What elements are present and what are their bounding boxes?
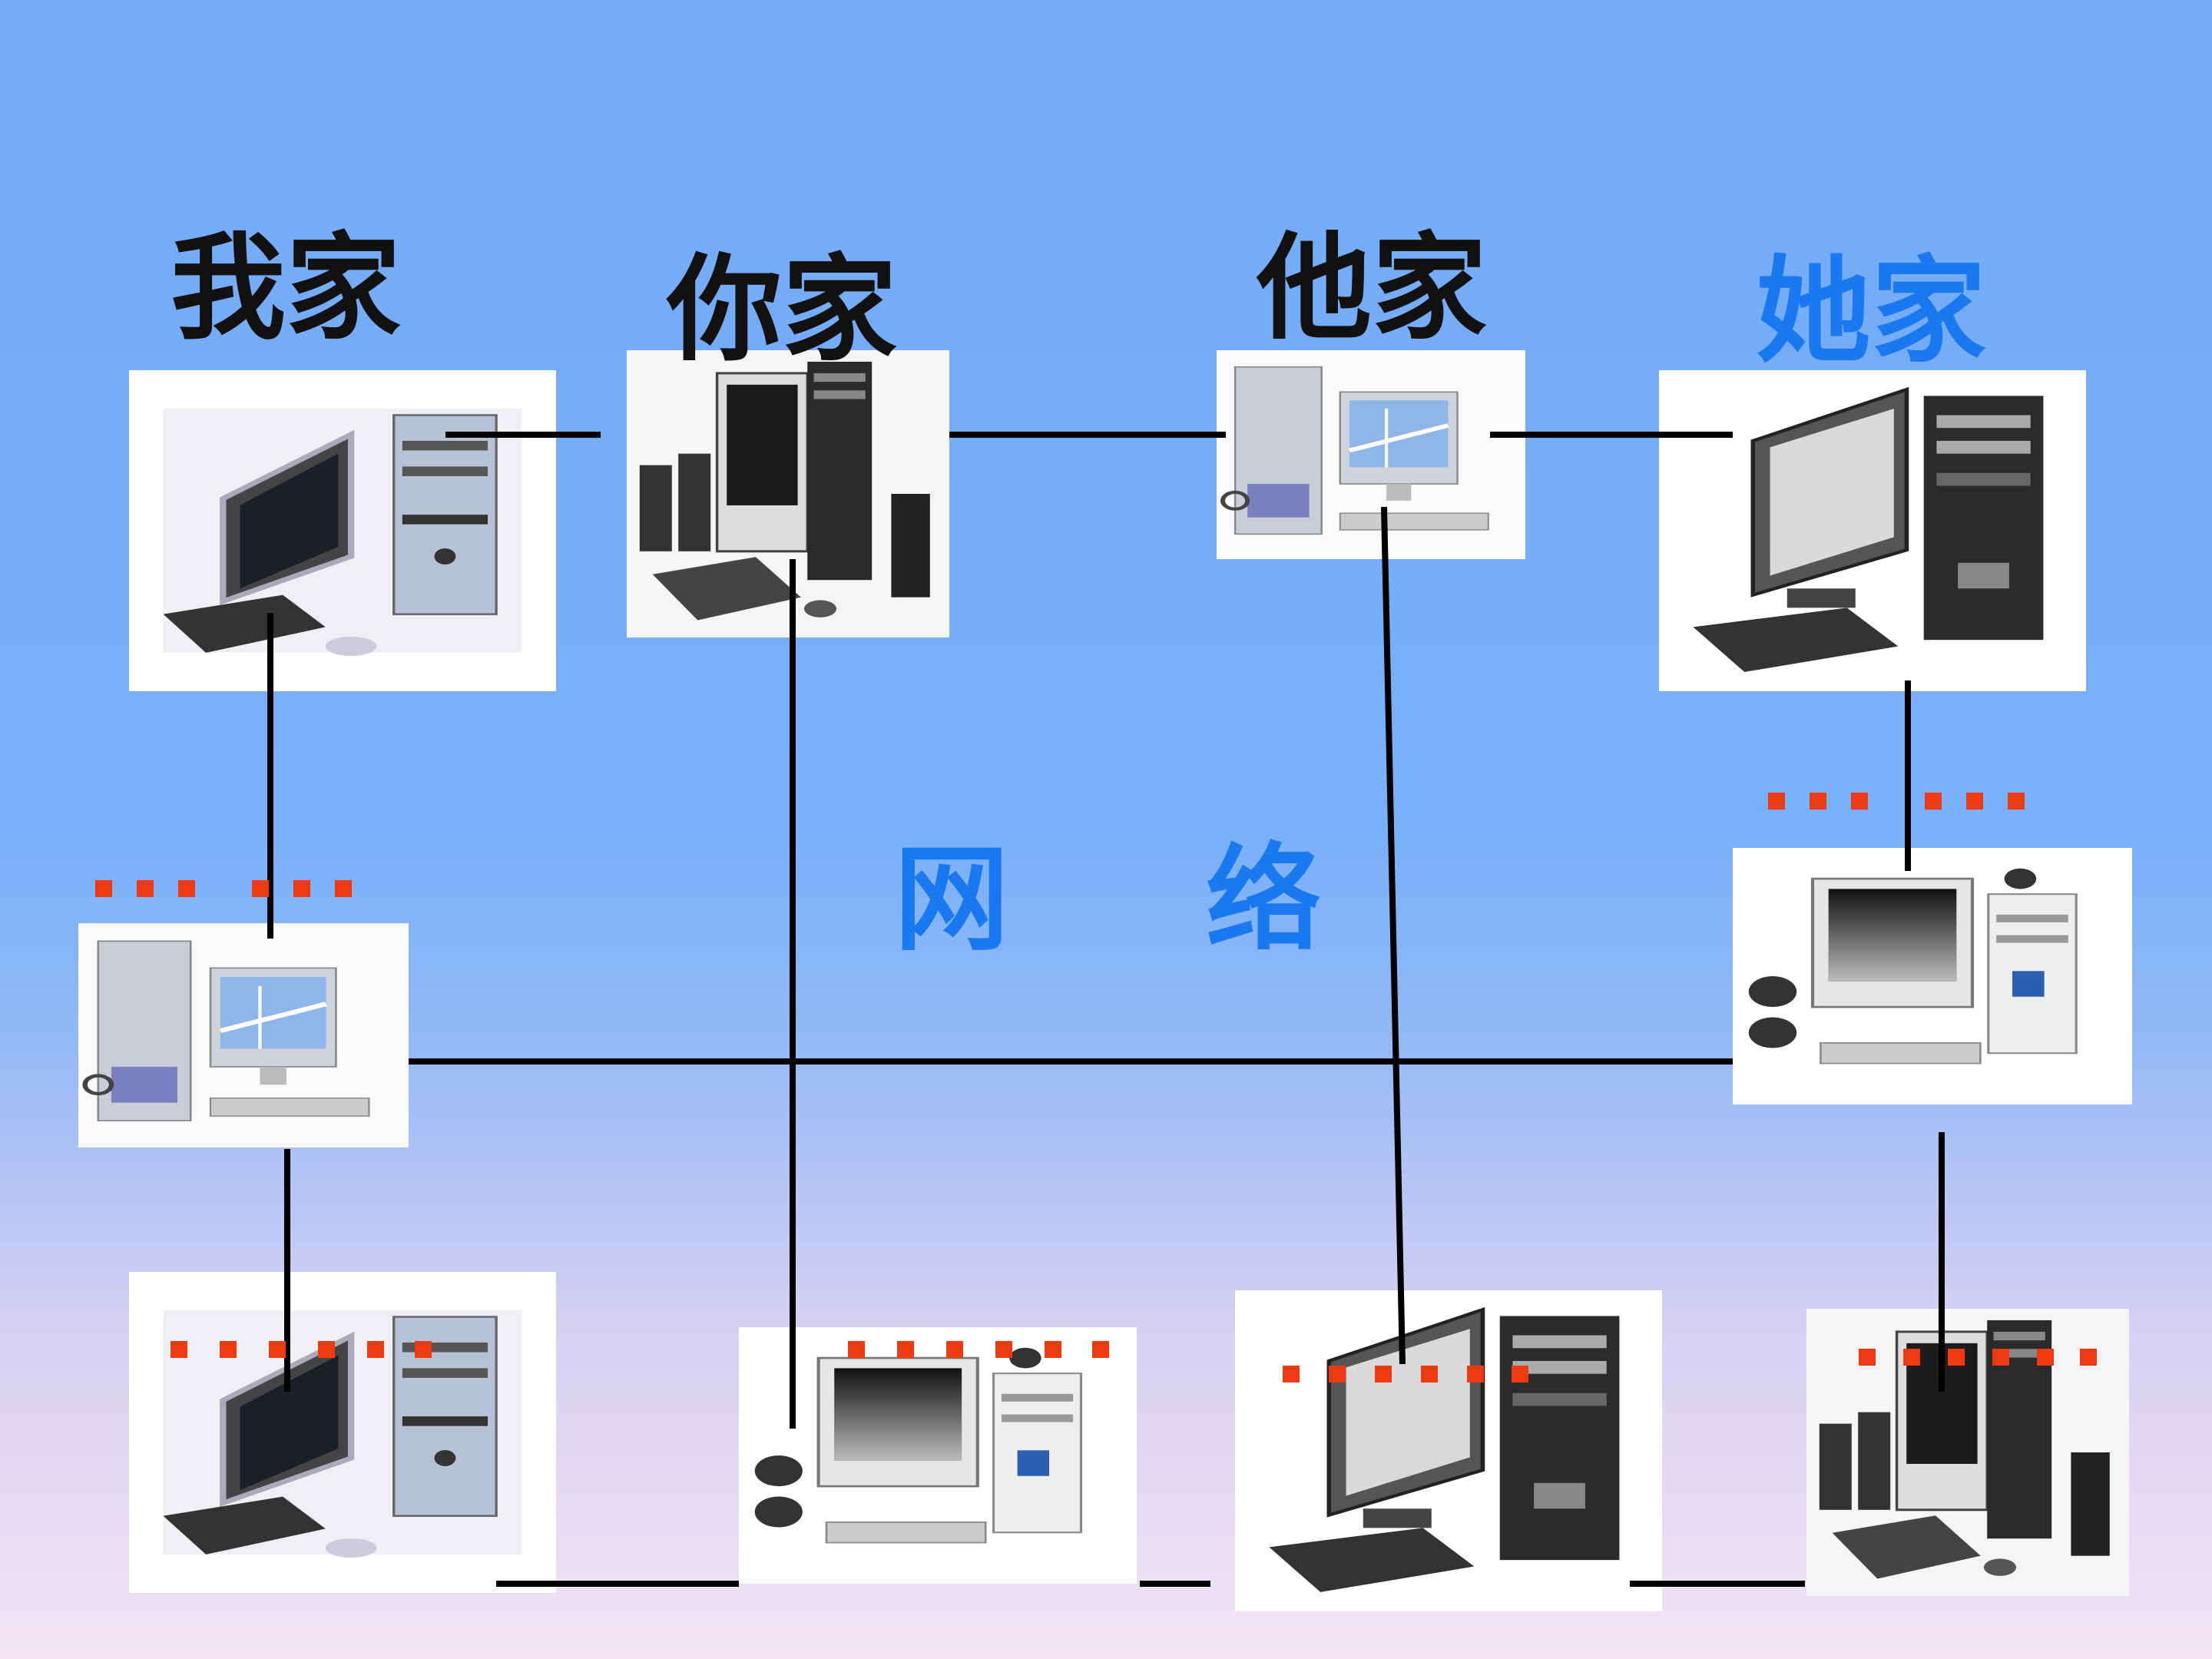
desktop-computer-icon xyxy=(1235,1290,1662,1611)
ellipsis-dots-bottom-2 xyxy=(848,1341,1109,1358)
label-network-wang: 网 xyxy=(894,832,1010,967)
computer-ta-jia xyxy=(1217,350,1525,559)
ellipsis-dots-right-2 xyxy=(1925,793,2025,810)
desktop-computer-icon xyxy=(78,923,409,1147)
desktop-computer-icon xyxy=(1733,848,2132,1104)
computer-left-middle xyxy=(78,923,409,1147)
desktop-computer-icon xyxy=(163,409,522,657)
desktop-computer-icon xyxy=(163,1310,522,1558)
ellipsis-dots-right-1 xyxy=(1768,793,1868,810)
computer-right-middle xyxy=(1733,848,2132,1104)
ellipsis-dots-bottom-3 xyxy=(1283,1366,1528,1382)
label-ta-jia: 他家 xyxy=(1257,220,1488,356)
computer-ta-jia-she xyxy=(1659,370,2086,691)
computer-wo-jia xyxy=(129,370,556,691)
ellipsis-dots-left-1 xyxy=(95,880,195,897)
label-wo-jia: 我家 xyxy=(171,220,402,356)
label-ni-jia: 你家 xyxy=(667,242,898,377)
computer-bottom-1 xyxy=(129,1272,556,1593)
label-network-luo: 络 xyxy=(1206,832,1322,967)
computer-ni-jia xyxy=(627,350,949,637)
desktop-computer-icon xyxy=(627,350,949,637)
desktop-computer-icon xyxy=(1806,1309,2129,1596)
desktop-computer-icon xyxy=(1217,350,1525,559)
computer-bottom-3 xyxy=(1235,1290,1662,1611)
desktop-computer-icon xyxy=(1659,370,2086,691)
computer-bottom-2 xyxy=(739,1327,1137,1584)
computer-bottom-4 xyxy=(1806,1309,2129,1596)
label-ta-jia-she: 她家 xyxy=(1756,243,1987,379)
ellipsis-dots-bottom-4 xyxy=(1859,1349,2097,1366)
ellipsis-dots-bottom-1 xyxy=(171,1341,432,1358)
desktop-computer-icon xyxy=(739,1327,1137,1584)
ellipsis-dots-left-2 xyxy=(252,880,352,897)
